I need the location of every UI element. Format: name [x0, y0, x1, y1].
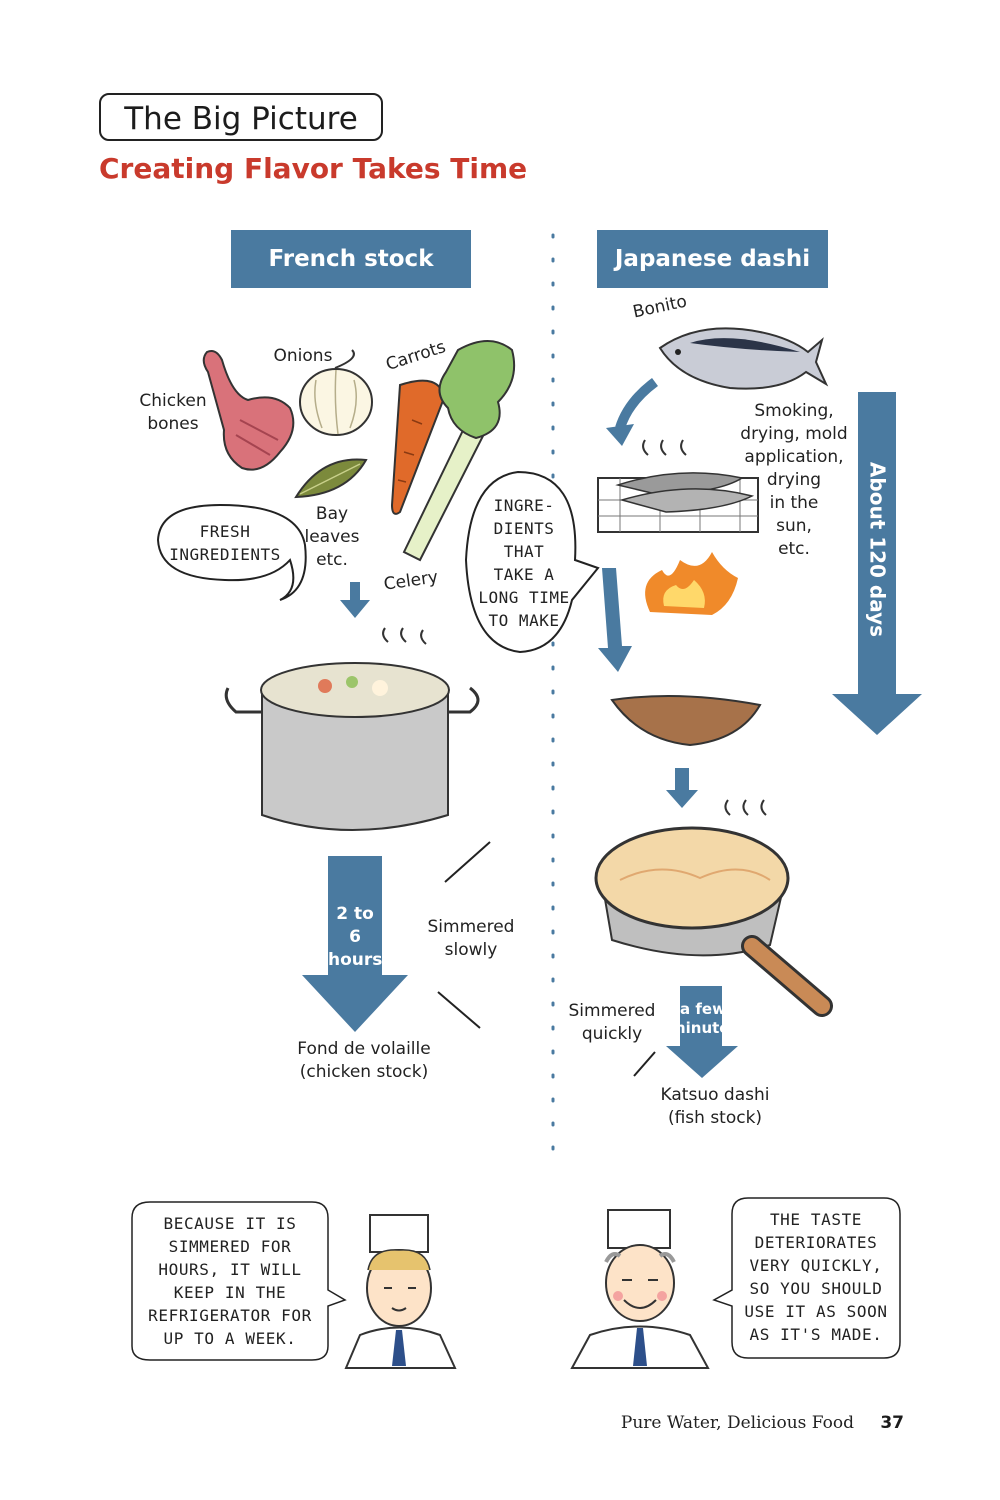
- bubble-line-4: TAKE A: [493, 565, 555, 584]
- process-line-1: Smoking,: [754, 401, 834, 421]
- carrot-icon: [390, 379, 446, 515]
- footer-book-title: Pure Water, Delicious Food: [620, 1413, 854, 1433]
- speech-l-6: UP TO A WEEK.: [163, 1329, 297, 1348]
- bubble-line-1: INGRE-: [493, 496, 555, 515]
- celery-icon: [402, 340, 516, 562]
- katsuobushi-icon: [610, 695, 762, 747]
- long-time-bubble-outline: [464, 470, 600, 654]
- speech-r-2: DETERIORATES: [754, 1233, 878, 1252]
- process-line-2: drying, mold: [740, 424, 848, 444]
- process-line-3: application,: [744, 447, 844, 467]
- right-speech-bubble: [712, 1197, 901, 1359]
- dashi-result-translation: (fish stock): [667, 1108, 763, 1128]
- speech-r-3: VERY QUICKLY,: [749, 1256, 883, 1275]
- duration-line-2: 6: [349, 927, 361, 947]
- chef-left-icon: [344, 1214, 457, 1369]
- french-duration-label: 2 to 6 hours: [328, 903, 382, 972]
- bubble-line-5: LONG TIME: [478, 588, 570, 607]
- simmered-quickly-label: Simmered quickly: [566, 1000, 658, 1046]
- page-number: 37: [880, 1413, 904, 1433]
- speech-l-2: SIMMERED FOR: [168, 1237, 292, 1256]
- saucepan-icon: [594, 826, 833, 1017]
- process-line-6: sun,: [776, 516, 812, 536]
- smoking-rack-icon: [597, 472, 759, 533]
- steam-icon: [382, 627, 427, 645]
- bubble-line-3: THAT: [503, 542, 545, 561]
- dashi-duration-arrow-icon: [666, 986, 738, 1078]
- quickly-line-2: quickly: [581, 1024, 643, 1044]
- right-chef-speech: THE TASTE DETERIORATES VERY QUICKLY, SO …: [736, 1208, 896, 1346]
- label-bay-leaves: Bay leaves etc.: [304, 504, 360, 570]
- process-line-4: drying: [766, 470, 822, 490]
- fire-icon: [645, 552, 738, 615]
- minutes-line-1: a few: [680, 1000, 726, 1018]
- chicken-bones-icon: [202, 350, 295, 471]
- speech-r-1: THE TASTE: [769, 1210, 863, 1229]
- bubble-line-2: DIENTS: [493, 519, 555, 538]
- dashi-result-name: Katsuo dashi: [660, 1085, 770, 1105]
- onion-icon: [299, 349, 373, 436]
- french-duration-arrow-icon: [302, 856, 408, 1032]
- speech-l-1: BECAUSE IT IS: [163, 1214, 297, 1233]
- page-subtitle: Creating Flavor Takes Time: [99, 152, 528, 185]
- chef-right-icon: [570, 1209, 710, 1369]
- quickly-line-1: Simmered: [568, 1001, 656, 1021]
- simmered-slowly-label: Simmered slowly: [427, 917, 515, 960]
- few-minutes-label: a few minutes: [670, 1000, 739, 1038]
- section-title-box: The Big Picture: [99, 93, 383, 141]
- result-translation: (chicken stock): [299, 1062, 429, 1082]
- speech-l-4: KEEP IN THE: [173, 1283, 287, 1302]
- french-stock-banner: French stock: [231, 230, 471, 288]
- long-time-bubble-text: INGRE- DIENTS THAT TAKE A LONG TIME TO M…: [474, 494, 574, 632]
- french-result-label: Fond de volaille (chicken stock): [290, 1038, 438, 1084]
- speech-l-5: REFRIGERATOR FOR: [148, 1306, 312, 1325]
- dashi-result-label: Katsuo dashi (fish stock): [650, 1084, 780, 1130]
- bay-leaf-icon: [294, 458, 368, 499]
- process-line-7: etc.: [778, 539, 810, 559]
- speech-l-3: HOURS, IT WILL: [158, 1260, 302, 1279]
- fresh-ingredients-text: FRESH INGREDIENTS: [169, 522, 281, 564]
- left-chef-speech: BECAUSE IT IS SIMMERED FOR HOURS, IT WIL…: [136, 1212, 324, 1350]
- label-onions: Onions: [273, 346, 333, 366]
- stock-pot-icon: [224, 662, 480, 831]
- duration-line-1: 2 to: [336, 904, 374, 924]
- french-small-arrow-icon: [340, 582, 370, 618]
- japanese-dashi-banner: Japanese dashi: [597, 230, 828, 288]
- about-120-days-label: About 120 days: [865, 461, 890, 638]
- duration-line-3: hours: [328, 950, 383, 970]
- dashi-down-arrow-icon: [598, 568, 632, 672]
- dashi-long-arrow-icon: [832, 392, 922, 735]
- result-name: Fond de volaille: [297, 1039, 431, 1059]
- curved-arrow-icon: [615, 377, 659, 430]
- minutes-line-2: minutes: [670, 1019, 739, 1037]
- speech-r-5: USE IT AS SOON: [744, 1302, 888, 1321]
- speech-r-6: AS IT'S MADE.: [749, 1325, 883, 1344]
- french-motion-lines: [437, 841, 491, 1029]
- bonito-fish-icon: [658, 327, 829, 390]
- label-chicken-bones: Chicken bones: [139, 391, 207, 434]
- left-speech-bubble: [131, 1201, 347, 1361]
- fresh-bubble-outline: [156, 503, 307, 601]
- process-line-5: in the: [769, 493, 819, 513]
- speech-r-4: SO YOU SHOULD: [749, 1279, 883, 1298]
- bubble-line-6: TO MAKE: [488, 611, 560, 630]
- process-label: Smoking, drying, mold application, dryin…: [738, 400, 850, 561]
- dashi-small-arrow-icon: [666, 768, 698, 808]
